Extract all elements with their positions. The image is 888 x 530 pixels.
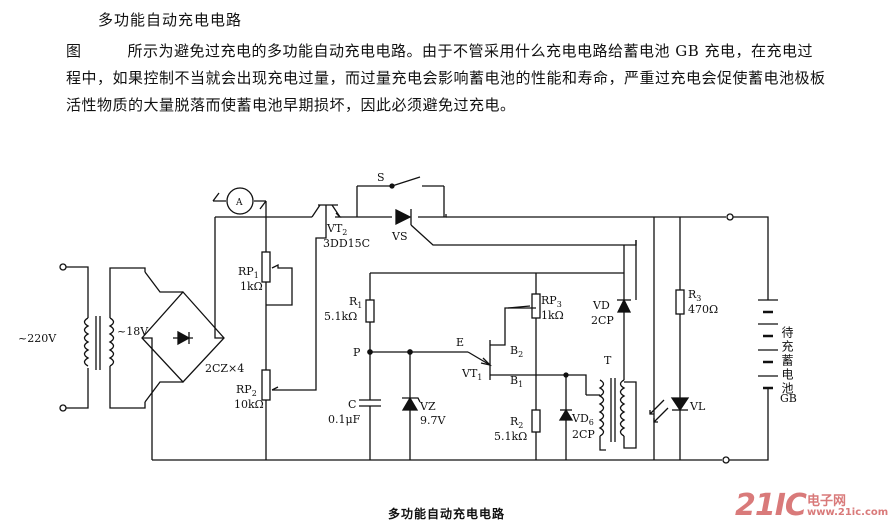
battery-positive-lead <box>733 216 769 300</box>
pulse-transformer-t <box>586 300 637 451</box>
vs-thyristor <box>395 208 637 300</box>
battery-negative-lead <box>729 400 769 461</box>
rp1-label: RP1 <box>238 265 259 280</box>
vt1-label: VT1 <box>461 367 482 382</box>
transformer-t-label: T <box>604 354 612 367</box>
mains-label: ~220V <box>18 332 57 345</box>
vd-diode <box>536 245 632 313</box>
ammeter <box>212 187 267 217</box>
figure-reference: 图 <box>66 42 82 60</box>
rp2-potentiometer <box>261 369 279 460</box>
vd6-value: 2CP <box>572 428 595 441</box>
capacitor-label: C <box>348 398 356 411</box>
watermark-logo: 21IC <box>735 488 807 523</box>
vt2-part-label: 3DD15C <box>323 237 370 250</box>
document-title: 多功能自动充电电路 <box>98 11 243 29</box>
e-label: E <box>456 336 464 349</box>
figure-caption: 多功能自动充电电路 <box>388 507 506 521</box>
capacitor-c <box>359 352 381 460</box>
vt1-unijunction <box>467 307 536 380</box>
r2-resistor <box>531 375 541 460</box>
rp3-label: RP3 <box>541 294 562 309</box>
vz-value: 9.7V <box>420 414 446 427</box>
vd6-label: VD6 <box>571 412 594 427</box>
switch-label: S <box>377 171 385 184</box>
body-paragraph: 图所示为避免过充电的多功能自动充电电路。由于不管采用什么充电电路给蓄电池 GB … <box>66 38 826 119</box>
vd-label: VD <box>592 299 610 312</box>
b2-label: B2 <box>510 344 523 359</box>
r2-value: 5.1kΩ <box>494 430 527 443</box>
r1-value: 5.1kΩ <box>324 310 357 323</box>
b1-label: B1 <box>510 374 523 389</box>
site-watermark: 21IC 电子网 www.21ic.com <box>735 488 888 523</box>
top-rail <box>215 176 447 218</box>
battery-label: 待充蓄电池 <box>780 326 794 396</box>
rp1-potentiometer <box>261 217 293 370</box>
watermark-site-cn: 电子网 <box>807 494 847 509</box>
battery-gb <box>758 299 778 400</box>
positive-terminal <box>726 213 734 221</box>
paragraph-text: 所示为避免过充电的多功能自动充电电路。由于不管采用什么充电电路给蓄电池 GB 充… <box>66 42 826 114</box>
transformer <box>95 267 146 409</box>
rp2-value: 10kΩ <box>234 398 264 411</box>
vz-zener <box>370 349 468 460</box>
negative-terminal <box>722 456 730 464</box>
vl-led <box>649 397 690 460</box>
vd6-diode <box>536 372 587 460</box>
ammeter-label: A <box>235 198 243 208</box>
secondary-label: ~18V <box>117 325 149 338</box>
r3-label: R3 <box>688 288 701 303</box>
r3-value: 470Ω <box>688 303 718 316</box>
capacitor-value: 0.1μF <box>328 413 361 426</box>
led-label: VL <box>689 400 706 413</box>
r1-label: R1 <box>349 295 362 310</box>
rp3-potentiometer <box>507 273 541 375</box>
vt2-label: VT2 <box>326 222 347 237</box>
bridge-label: 2CZ×4 <box>205 362 244 375</box>
rp2-label: RP2 <box>236 383 257 398</box>
vs-label: VS <box>391 230 407 243</box>
vd-value: 2CP <box>591 314 614 327</box>
r1-resistor <box>365 272 536 355</box>
mains-input <box>59 263 90 412</box>
vt2-transistor <box>272 204 342 391</box>
node-p-label: P <box>353 346 361 359</box>
battery-gb-label: GB <box>780 392 797 405</box>
watermark-url: www.21ic.com <box>807 507 888 518</box>
rp3-value: 1kΩ <box>541 309 564 322</box>
r2-label: R2 <box>510 415 523 430</box>
bridge-rectifier <box>141 217 225 460</box>
vz-label: VZ <box>419 400 436 413</box>
rp1-value: 1kΩ <box>240 280 263 293</box>
